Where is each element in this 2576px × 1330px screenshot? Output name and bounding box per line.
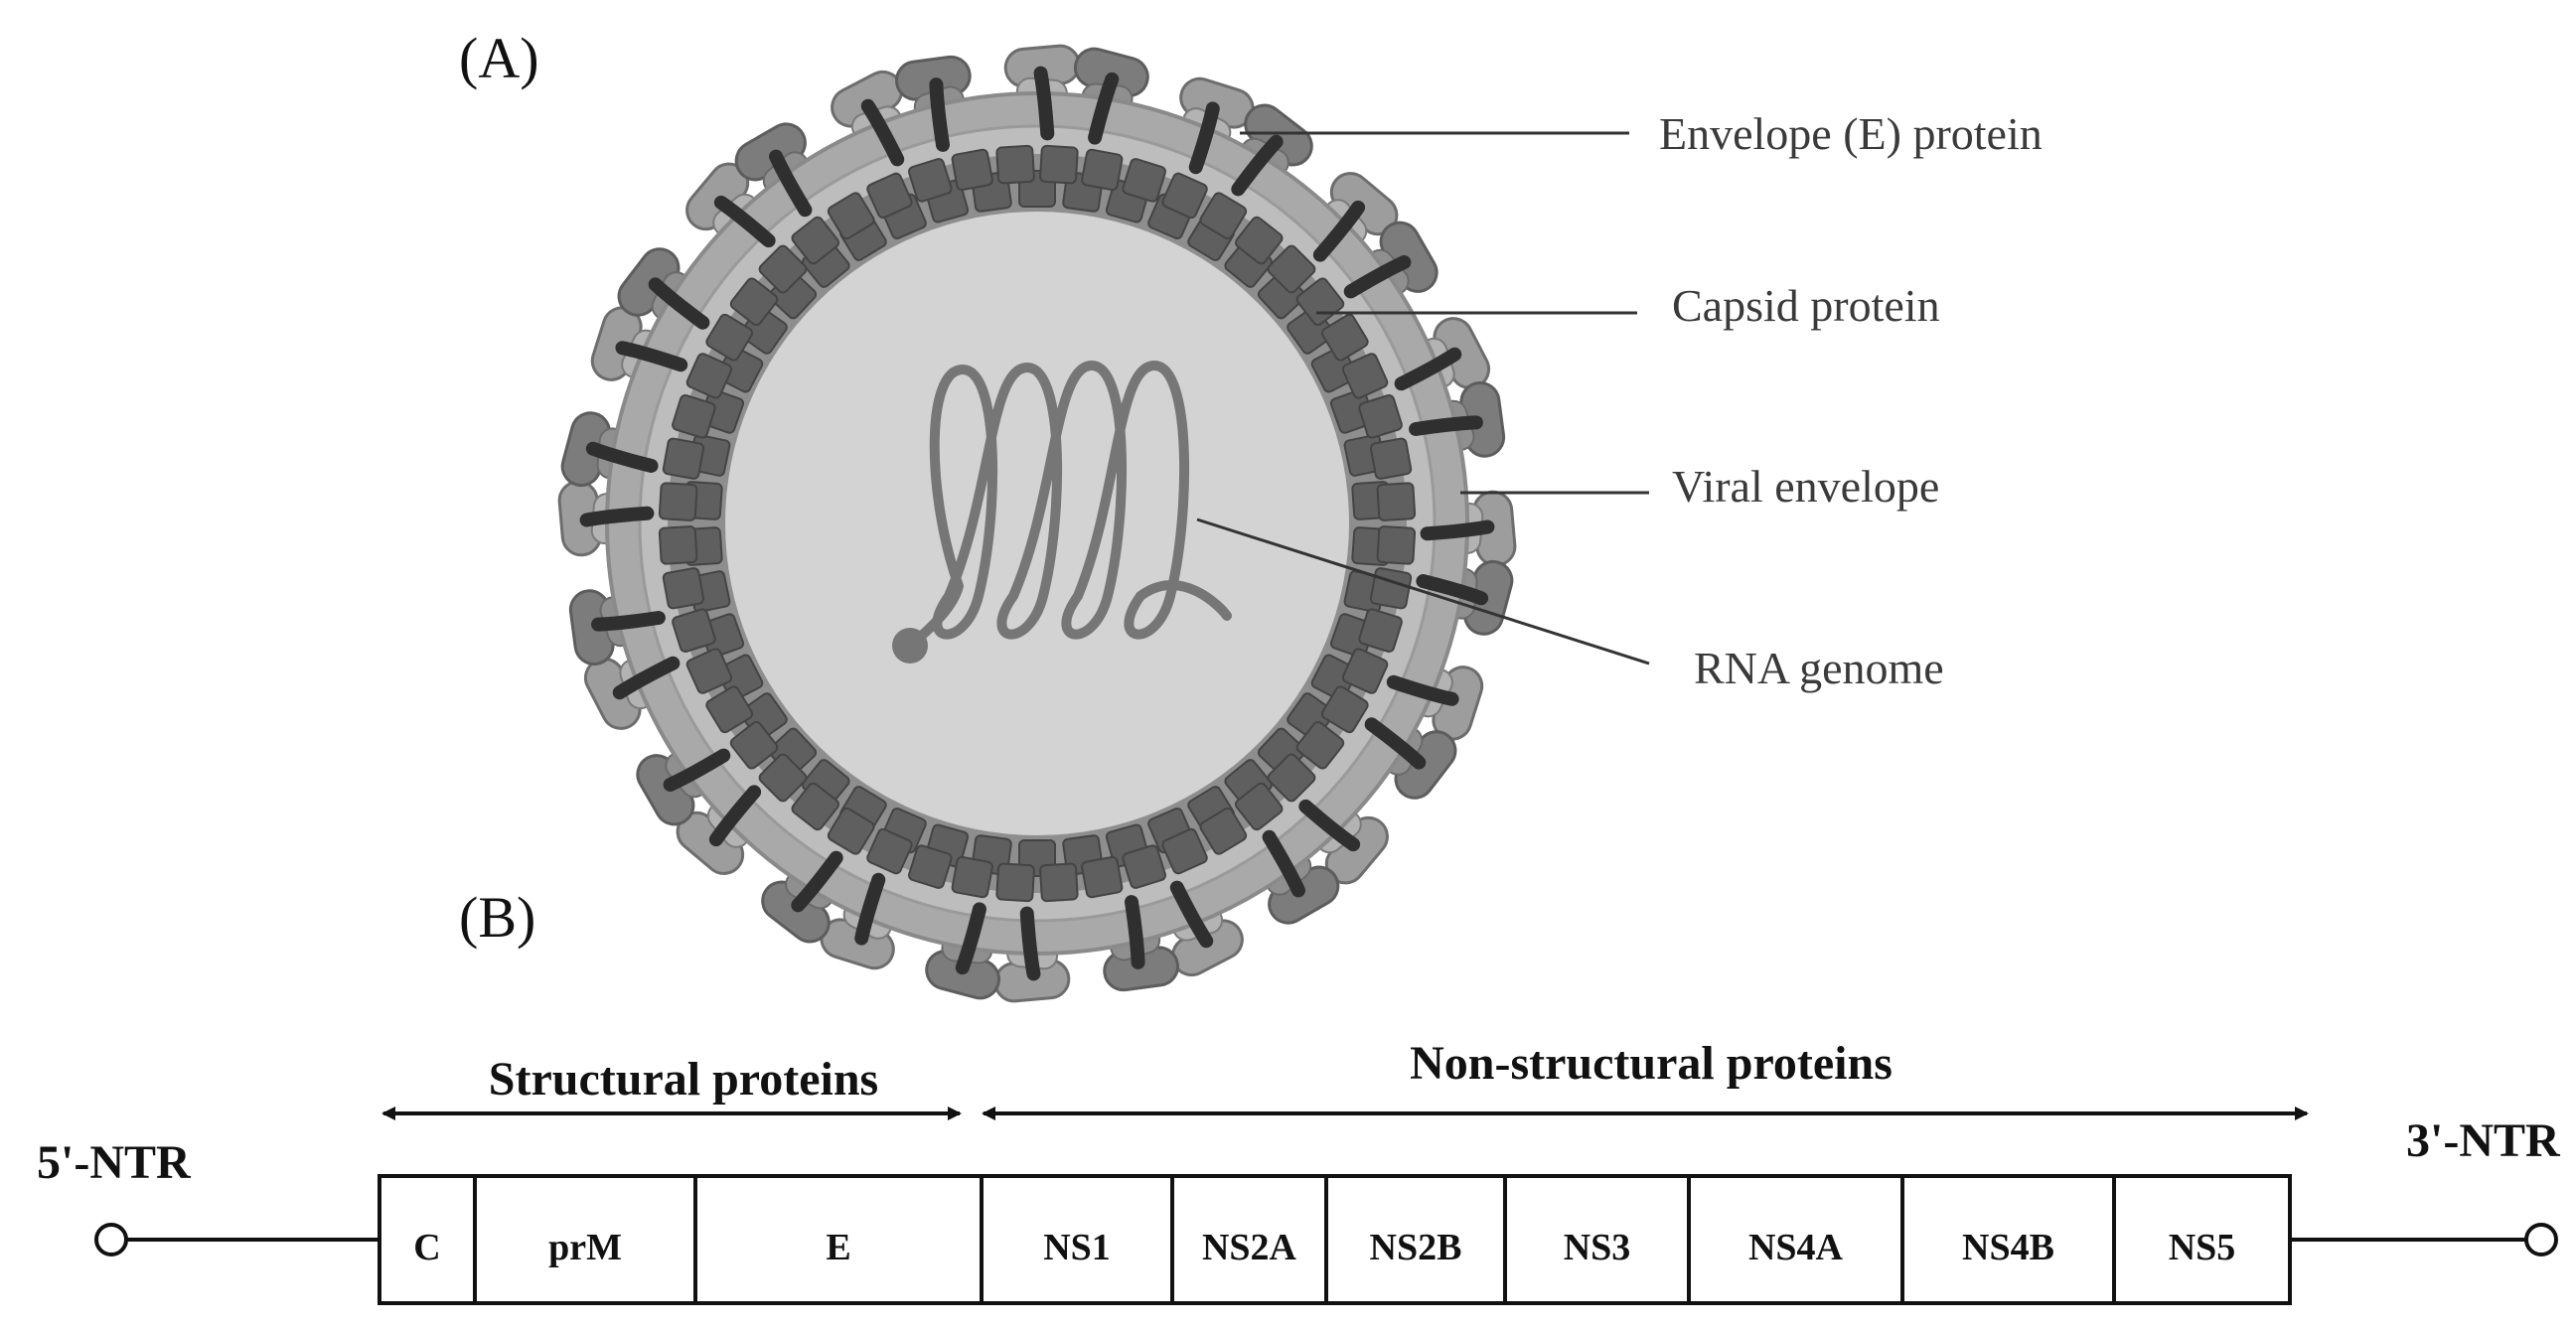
structural-proteins-label: Structural proteins <box>489 1053 878 1106</box>
capsid-protein-unit <box>1267 753 1316 803</box>
capsid-protein-unit <box>1376 525 1417 565</box>
three-prime-end-circle <box>2524 1223 2558 1256</box>
genome-segment-prm: prM <box>548 1227 622 1268</box>
capsid-protein-unit <box>672 394 716 439</box>
capsid-protein-unit <box>1039 144 1079 185</box>
capsid-protein-unit <box>662 437 705 480</box>
capsid-protein-unit <box>951 148 993 192</box>
capsid-protein-unit <box>1081 855 1124 899</box>
capsid-protein-unit <box>705 313 754 362</box>
capsid-protein-unit <box>1267 244 1316 294</box>
capsid-protein-unit <box>827 192 875 240</box>
genome-segment-ns2b: NS2B <box>1370 1227 1462 1268</box>
five-prime-end-circle <box>94 1223 128 1256</box>
genome-segment-ns4a: NS4A <box>1748 1227 1844 1268</box>
capsid-protein-unit <box>1081 148 1124 192</box>
genome-segment-ns5: NS5 <box>2169 1227 2236 1268</box>
genome-segment-e: E <box>826 1227 850 1268</box>
envelope-protein-anchor <box>1312 200 1412 299</box>
capsid-protein-unit <box>705 685 754 734</box>
panel-label-b: (B) <box>459 885 535 950</box>
capsid-protein-unit <box>908 844 953 889</box>
envelope-protein-anchor <box>1033 66 1120 145</box>
capsid-protein-unit <box>1122 158 1166 203</box>
five-prime-ntr-label: 5'-NTR <box>37 1136 192 1189</box>
envelope-protein-anchor <box>615 277 710 372</box>
envelope-protein-anchor <box>1416 519 1495 606</box>
capsid-protein-unit <box>951 855 993 899</box>
capsid-protein-unit <box>827 807 875 855</box>
genome-segment-ns4b: NS4B <box>1962 1227 2054 1268</box>
genome-segment-c: C <box>413 1227 440 1268</box>
rna-genome-coil <box>905 361 1232 651</box>
capsid-protein-unit <box>908 158 953 203</box>
capsid-protein-unit <box>1039 862 1079 903</box>
capsid-protein-unit <box>1358 608 1403 653</box>
rna-cap-dot <box>892 628 928 664</box>
capsid-protein-ring <box>658 144 1417 903</box>
envelope-protein-anchor <box>955 902 1041 981</box>
envelope-protein-anchor <box>1262 799 1361 898</box>
capsid-protein-unit <box>685 648 733 694</box>
capsid-protein-unit <box>658 482 698 521</box>
callout-capsid-protein: Capsid protein <box>1672 280 1940 331</box>
callout-rna-genome: RNA genome <box>1694 643 1944 693</box>
capsid-protein-unit <box>1376 482 1417 521</box>
genome-segment-ns2a: NS2A <box>1202 1227 1297 1268</box>
envelope-protein-anchor <box>579 441 659 527</box>
envelope-protein-anchor <box>713 149 813 248</box>
capsid-protein-unit <box>1369 567 1413 610</box>
capsid-protein-unit <box>866 172 913 220</box>
capsid-protein-unit <box>685 353 733 399</box>
three-prime-ntr-label: 3'-NTR <box>2406 1114 2561 1167</box>
envelope-protein-anchor <box>791 850 886 946</box>
capsid-protein-unit <box>672 608 716 653</box>
capsid-protein-unit <box>1320 685 1369 734</box>
virion-diagram <box>557 44 1517 1003</box>
envelope-protein-anchor <box>1124 880 1214 969</box>
envelope-protein-anchor <box>1364 674 1459 770</box>
capsid-protein-unit <box>1199 807 1248 855</box>
capsid-protein-unit <box>1235 216 1284 265</box>
capsid-protein-unit <box>995 862 1035 903</box>
capsid-protein-unit <box>1199 192 1248 240</box>
capsid-protein-unit <box>758 753 808 803</box>
capsid-protein-unit <box>1320 313 1369 362</box>
callout-envelope-protein: Envelope (E) protein <box>1659 108 2043 159</box>
panel-label-a: (A) <box>459 26 539 90</box>
capsid-protein-unit <box>662 567 705 610</box>
leader-line-rna-genome <box>1196 517 1650 665</box>
capsid-protein-unit <box>1369 437 1413 480</box>
envelope-protein-anchor <box>663 748 762 847</box>
genome-map-outline <box>378 1174 2292 1305</box>
genome-segment-ns3: NS3 <box>1564 1227 1631 1268</box>
capsid-protein-unit <box>729 277 779 326</box>
capsid-protein-unit <box>729 721 779 770</box>
capsid-protein-unit <box>758 244 808 294</box>
capsid-protein-unit <box>1235 782 1284 831</box>
capsid-protein-unit <box>1341 648 1389 694</box>
capsid-protein-unit <box>791 782 839 831</box>
capsid-protein-unit <box>995 144 1035 185</box>
envelope-protein-anchor <box>860 77 951 167</box>
capsid-protein-unit <box>1358 394 1403 439</box>
callout-viral-envelope: Viral envelope <box>1672 461 1939 512</box>
capsid-protein-unit <box>658 525 698 565</box>
non-structural-proteins-label: Non-structural proteins <box>1410 1037 1893 1090</box>
capsid-protein-unit <box>1161 172 1208 220</box>
genome-segment-ns1: NS1 <box>1043 1227 1111 1268</box>
envelope-protein-anchor <box>1188 101 1284 197</box>
envelope-protein-anchors <box>579 66 1495 981</box>
capsid-protein-unit <box>1161 827 1208 875</box>
capsid-protein-unit <box>1295 721 1345 770</box>
envelope-protein-anchor <box>1394 347 1483 437</box>
capsid-protein-unit <box>791 216 839 265</box>
capsid-protein-unit <box>1341 353 1389 399</box>
capsid-protein-unit <box>866 827 913 875</box>
capsid-protein-unit <box>1122 844 1166 889</box>
envelope-protein-anchor <box>591 610 681 700</box>
